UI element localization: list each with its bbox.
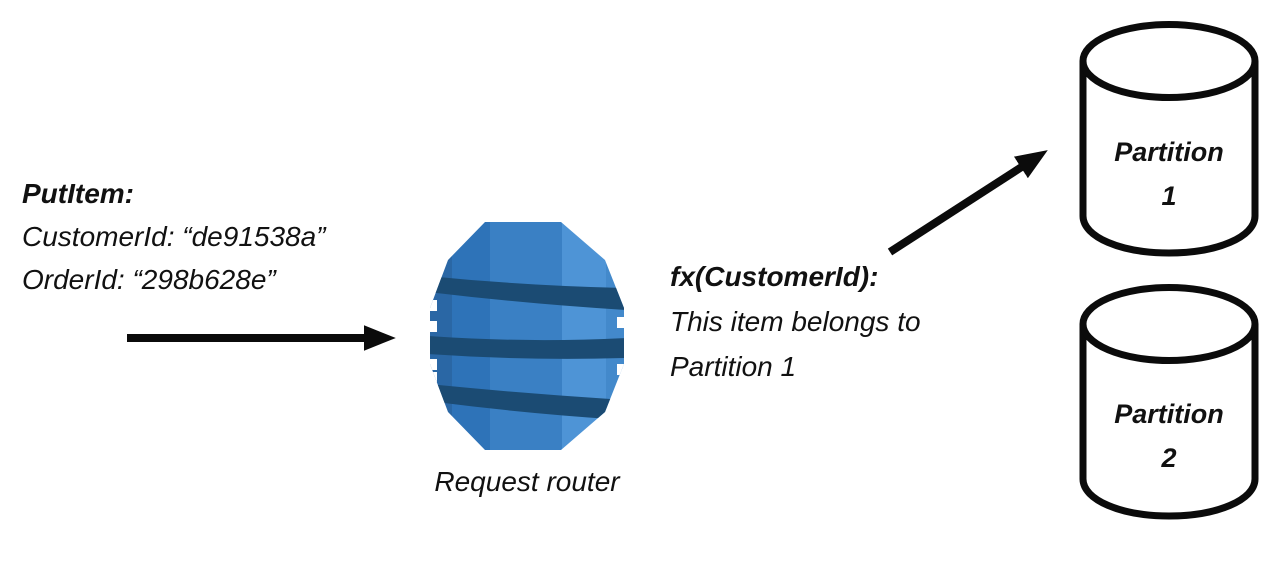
db-notch (617, 383, 624, 394)
hash-result-line1: This item belongs to (670, 306, 921, 337)
db-band (430, 384, 624, 420)
partition-2-cylinder-icon (1079, 284, 1259, 520)
putitem-request-text: PutItem: CustomerId: “de91538a” OrderId:… (22, 172, 442, 301)
partition-name: Partition (1114, 399, 1224, 429)
cylinder-top (1079, 21, 1259, 101)
request-arrow (127, 325, 396, 351)
db-notch (430, 372, 437, 382)
db-facet (606, 222, 624, 450)
putitem-title: PutItem: (22, 178, 134, 209)
partition-2-label: Partition 2 (1078, 392, 1260, 480)
cylinder-body (1079, 324, 1259, 520)
partition-number: 2 (1161, 443, 1177, 473)
db-notch (617, 364, 624, 375)
request-router-label: Request router (434, 466, 620, 497)
hash-function-title: fx(CustomerId): (670, 261, 879, 292)
hash-result-line2: Partition 1 (670, 351, 797, 382)
partition-1-cylinder-icon (1079, 21, 1259, 257)
putitem-customerid-line: CustomerId: “de91538a” (22, 221, 326, 252)
db-notch (617, 317, 624, 328)
db-facet (452, 222, 490, 450)
db-facet (490, 222, 562, 450)
cylinder-body (1079, 61, 1259, 257)
db-notch (430, 359, 437, 370)
db-bands (430, 276, 624, 420)
arrow-shaft (887, 150, 1048, 256)
db-notch (430, 300, 437, 311)
partition-number: 1 (1161, 181, 1177, 211)
putitem-orderid-line: OrderId: “298b628e” (22, 264, 276, 295)
partition-arrow (887, 150, 1048, 256)
db-notch (430, 321, 437, 332)
db-band (430, 276, 624, 310)
dynamodb-icon (430, 222, 624, 450)
db-band (430, 336, 624, 359)
cylinder-top (1079, 284, 1259, 364)
db-barrel (430, 222, 624, 450)
partition-1-label: Partition 1 (1078, 130, 1260, 218)
partition-name: Partition (1114, 137, 1224, 167)
db-facet (430, 222, 452, 450)
hash-function-text: fx(CustomerId): This item belongs to Par… (670, 254, 1000, 389)
